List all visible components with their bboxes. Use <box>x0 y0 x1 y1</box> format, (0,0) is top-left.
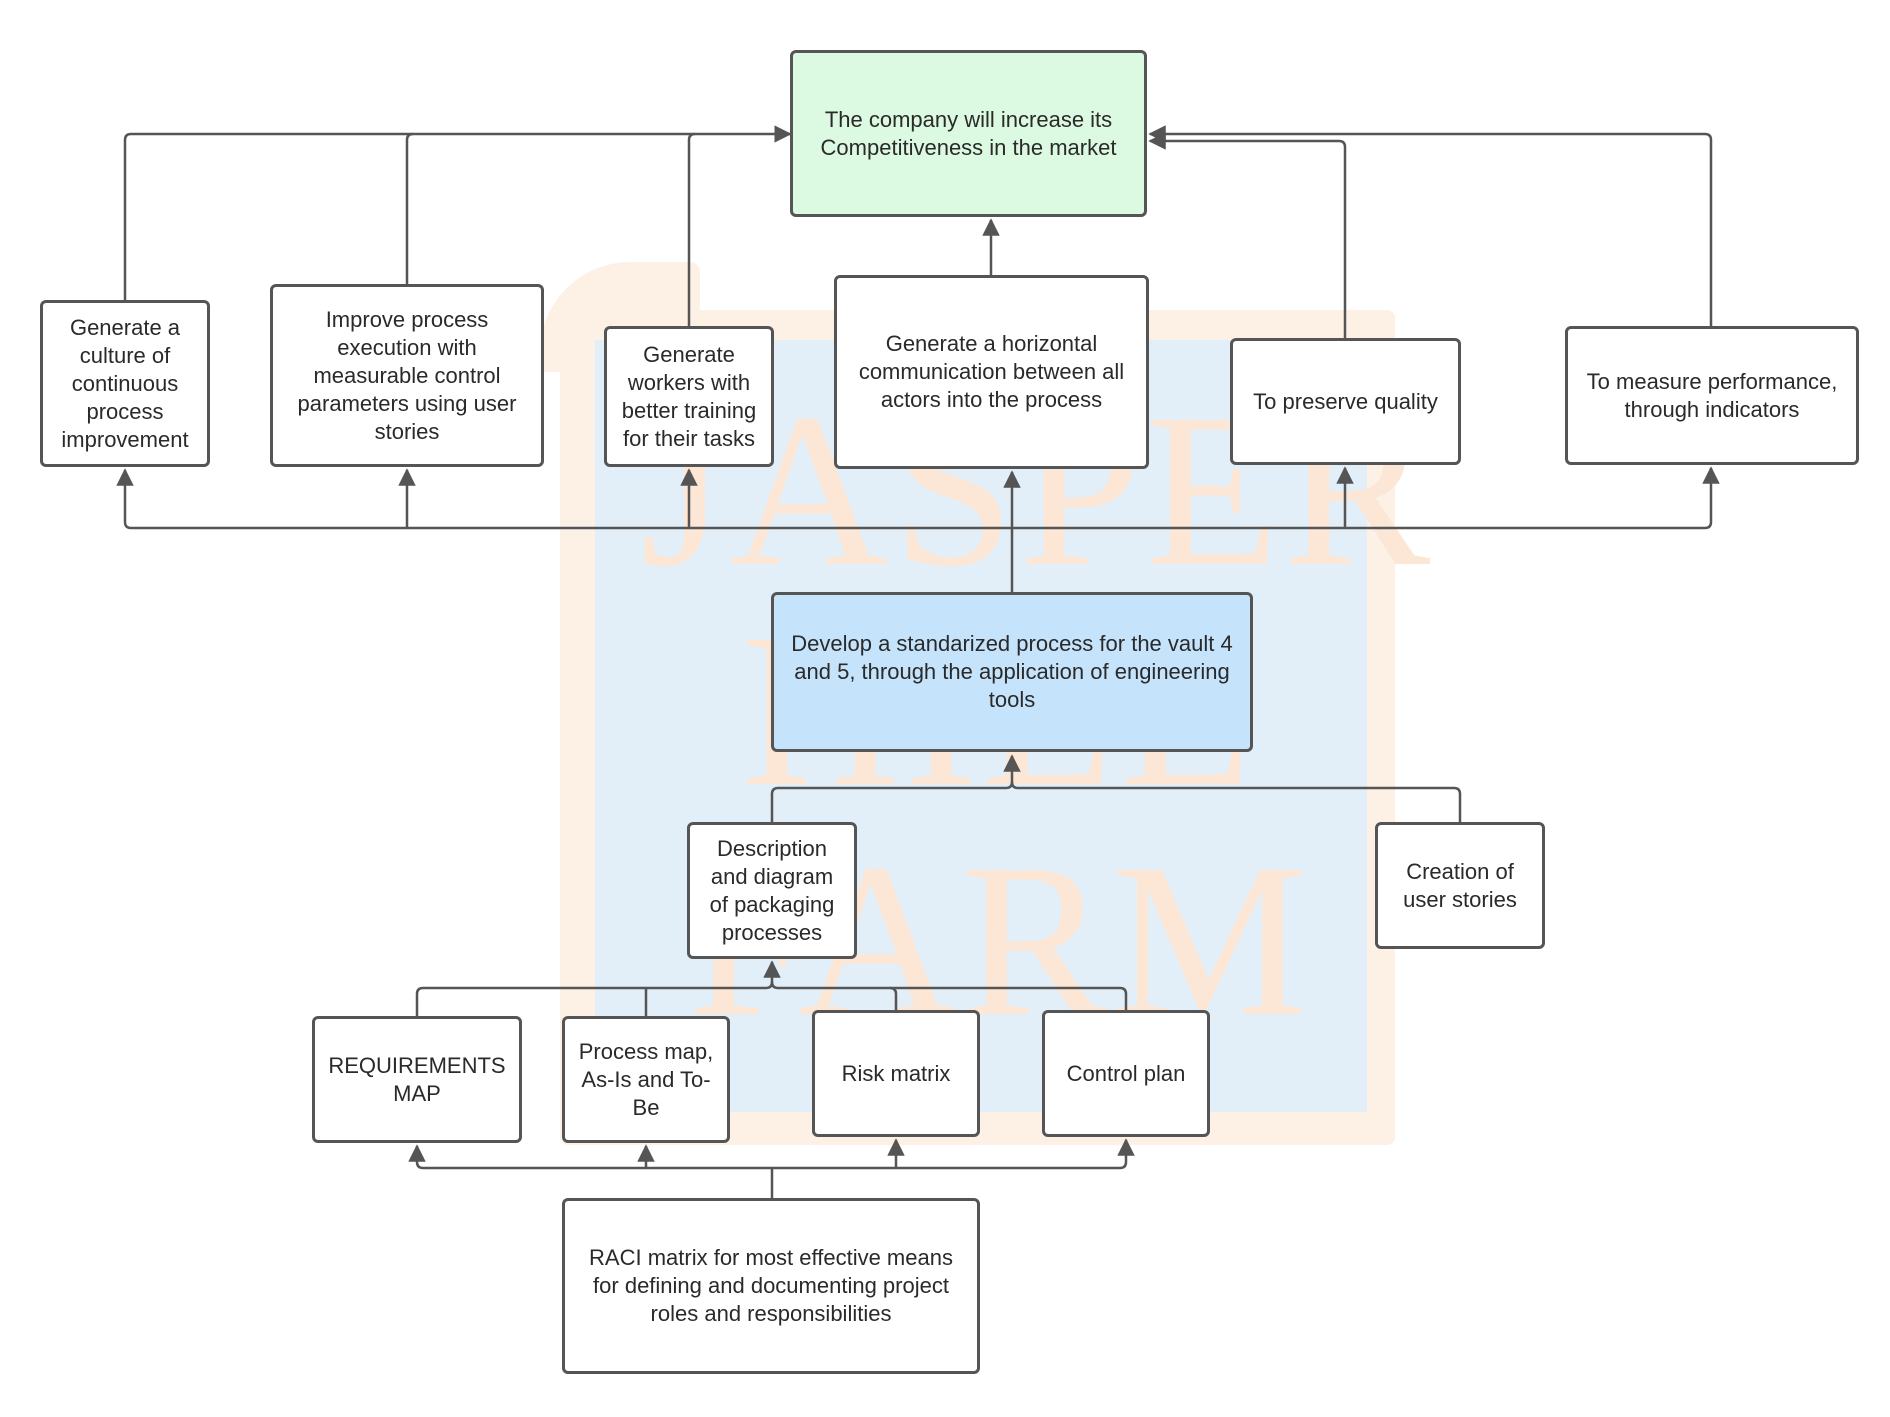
node-competitiveness[interactable]: The company will increase its Competitiv… <box>790 50 1147 217</box>
node-measure-performance-label: To measure performance, through indicato… <box>1586 368 1838 422</box>
link-raci-to-requirements <box>417 1146 423 1170</box>
node-horizontal-communication[interactable]: Generate a horizontal communication betw… <box>834 275 1149 469</box>
node-horizontal-communication-label: Generate a horizontal communication betw… <box>858 331 1125 412</box>
node-packaging-description-label: Description and diagram of packaging pro… <box>709 835 835 945</box>
node-risk-matrix-label: Risk matrix <box>841 1060 951 1086</box>
node-requirements-map-label: REQUIREMENTS MAP <box>328 1052 506 1106</box>
node-process-map[interactable]: Process map, As-Is and To-Be <box>562 1016 730 1143</box>
link-userstories-to-core <box>1010 781 1462 822</box>
node-process-map-label: Process map, As-Is and To-Be <box>578 1038 714 1120</box>
node-worker-training-label: Generate workers with better training fo… <box>621 341 757 451</box>
node-improve-execution-label: Improve process execution with measurabl… <box>297 306 517 444</box>
node-user-stories-label: Creation of user stories <box>1403 858 1517 912</box>
link-raci-to-control <box>1120 1140 1126 1170</box>
node-competitiveness-label: The company will increase its Competitiv… <box>820 106 1117 160</box>
node-packaging-description[interactable]: Description and diagram of packaging pro… <box>687 822 857 959</box>
link-quality-to-outcome <box>1148 132 1347 338</box>
link-improve-to-outcome <box>405 132 414 284</box>
link-control-to-packaging <box>890 986 1128 1010</box>
link-culture-to-outcome <box>123 125 792 300</box>
link-requirements-to-packaging <box>415 960 781 1016</box>
node-risk-matrix[interactable]: Risk matrix <box>812 1010 980 1137</box>
node-raci-matrix-label: RACI matrix for most effective means for… <box>589 1245 953 1326</box>
node-worker-training[interactable]: Generate workers with better training fo… <box>604 326 774 467</box>
node-control-plan[interactable]: Control plan <box>1042 1010 1210 1137</box>
node-culture-improvement[interactable]: Generate a culture of continuous process… <box>40 300 210 467</box>
node-requirements-map[interactable]: REQUIREMENTS MAP <box>312 1016 522 1143</box>
node-control-plan-label: Control plan <box>1066 1060 1186 1086</box>
node-user-stories[interactable]: Creation of user stories <box>1375 822 1545 949</box>
link-risk-to-packaging <box>770 981 898 1010</box>
node-raci-matrix[interactable]: RACI matrix for most effective means for… <box>562 1198 980 1374</box>
link-bus-to-performance <box>1705 468 1711 530</box>
link-packaging-to-core <box>770 754 1021 822</box>
node-improve-execution[interactable]: Improve process execution with measurabl… <box>270 284 544 467</box>
node-culture-improvement-label: Generate a culture of continuous process… <box>61 314 189 452</box>
node-standardized-process[interactable]: Develop a standarized process for the va… <box>771 592 1253 752</box>
node-measure-performance[interactable]: To measure performance, through indicato… <box>1565 326 1859 465</box>
link-training-to-outcome <box>687 132 696 326</box>
link-performance-to-outcome <box>1148 125 1713 326</box>
node-preserve-quality[interactable]: To preserve quality <box>1230 338 1461 465</box>
node-standardized-process-label: Develop a standarized process for the va… <box>791 631 1233 712</box>
node-preserve-quality-label: To preserve quality <box>1253 388 1438 414</box>
link-bus-to-culture <box>125 470 131 530</box>
